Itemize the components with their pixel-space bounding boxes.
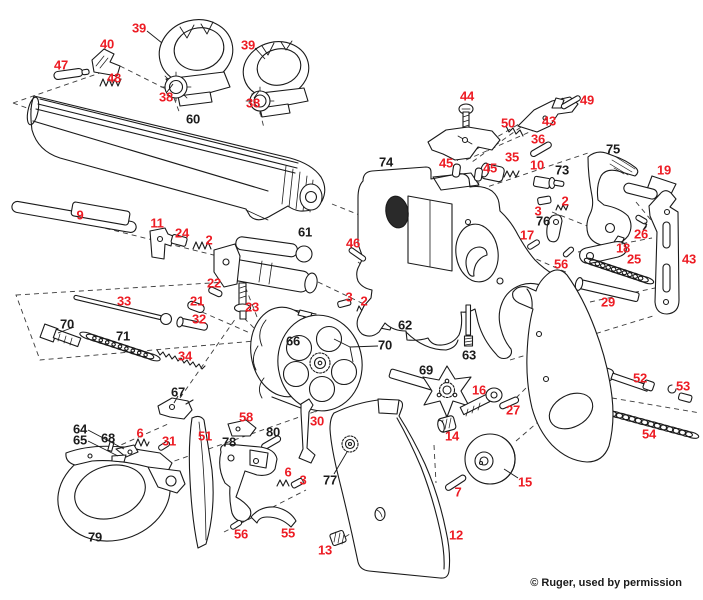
frame-part bbox=[356, 166, 558, 360]
hammer-group bbox=[527, 151, 677, 258]
scope-ring-front bbox=[158, 19, 234, 107]
front-sight-group bbox=[53, 48, 122, 87]
trigger-guard-group bbox=[57, 441, 186, 542]
center-small-parts bbox=[348, 247, 520, 433]
mainspring-seat-group bbox=[444, 433, 516, 491]
cylinder-part bbox=[250, 306, 363, 412]
ejector-spring-group bbox=[39, 294, 209, 370]
rear-sight-group bbox=[427, 95, 581, 190]
side-plate-part bbox=[648, 190, 680, 315]
grip-panel-right bbox=[512, 269, 614, 463]
trigger-group bbox=[134, 397, 316, 549]
pivot-lever-group bbox=[574, 235, 655, 303]
base-pin-group bbox=[11, 200, 212, 260]
crane-assembly bbox=[187, 236, 318, 320]
hammer-strut-group bbox=[596, 366, 700, 439]
barrel-part bbox=[26, 95, 326, 221]
grip-panel-left bbox=[329, 398, 451, 579]
scope-ring-rear bbox=[242, 40, 310, 118]
copyright-credit: © Ruger, used by permission bbox=[530, 577, 682, 589]
leader-lines bbox=[57, 30, 648, 479]
